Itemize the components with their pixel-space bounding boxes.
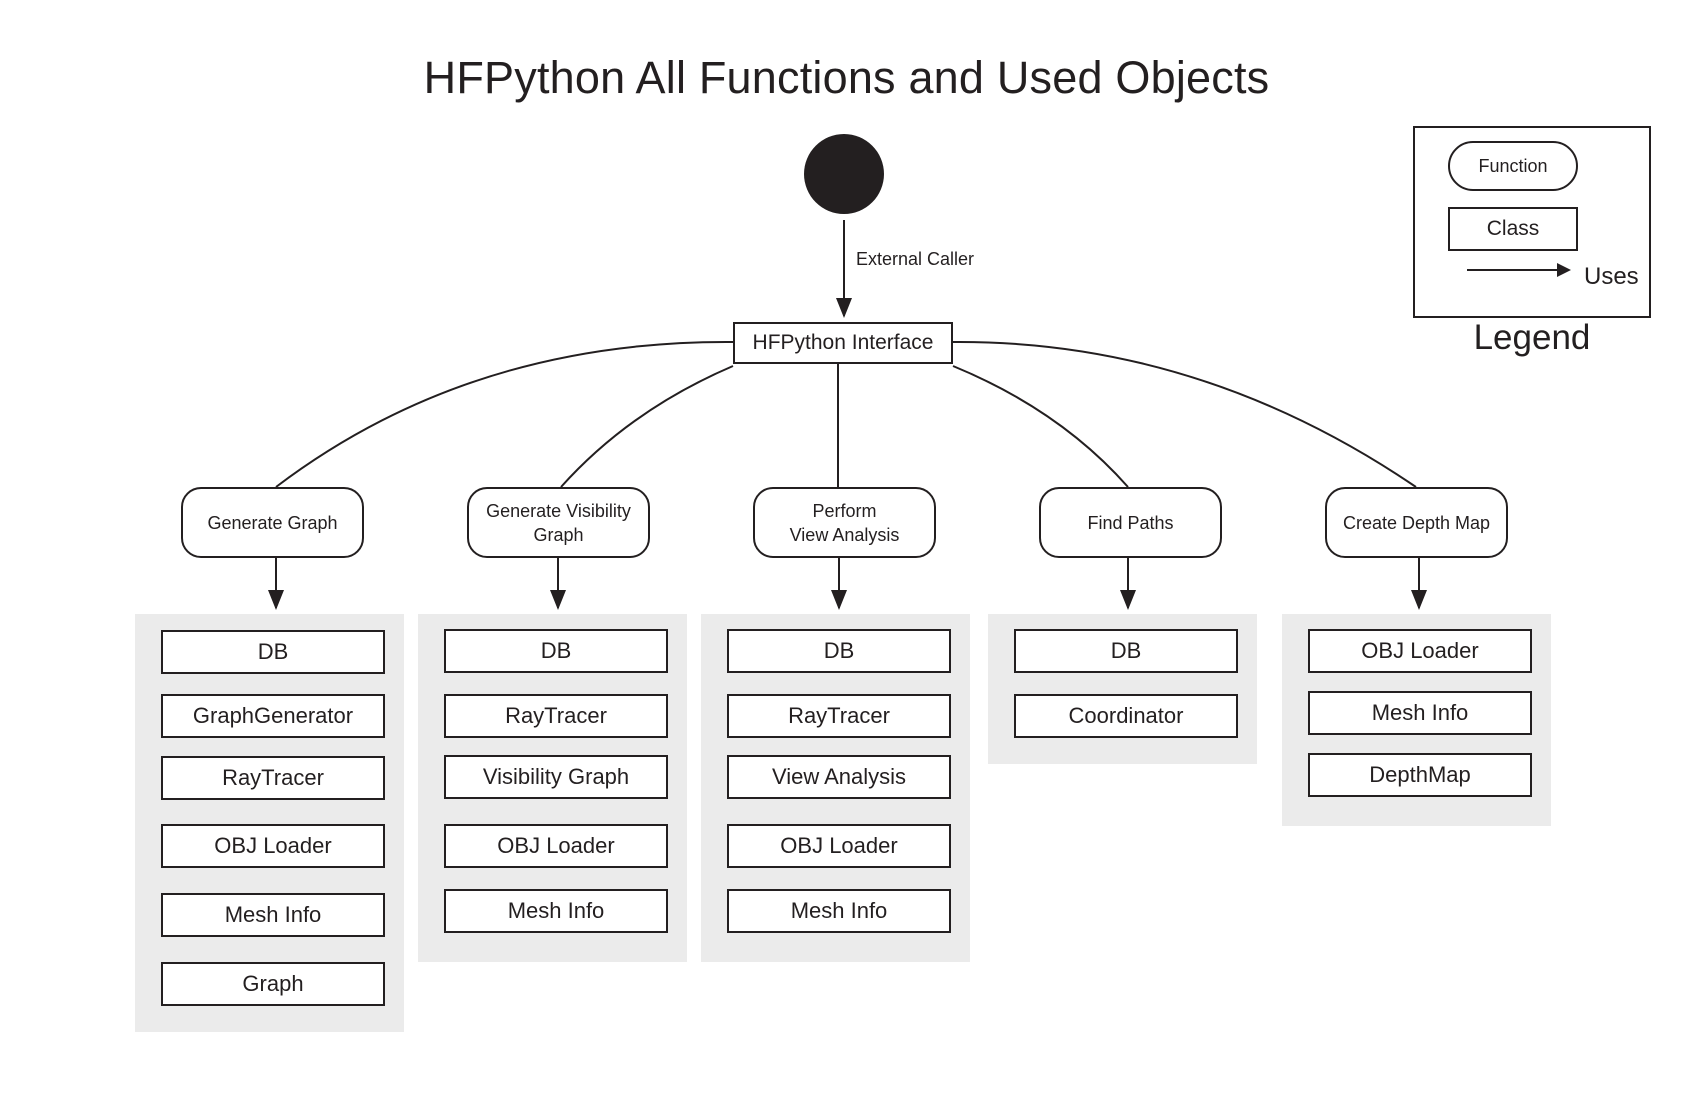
connector-generate-visibility-graph (560, 365, 734, 488)
function-perform-view-analysis: Perform View Analysis (753, 487, 936, 558)
legend-function-swatch: Function (1448, 141, 1578, 191)
connector-find-paths (952, 365, 1129, 488)
class-box: DB (727, 629, 951, 673)
legend-class-swatch: Class (1448, 207, 1578, 251)
class-box: GraphGenerator (161, 694, 385, 738)
class-group-generate-visibility-graph: DB RayTracer Visibility Graph OBJ Loader… (418, 614, 687, 962)
function-create-depth-map: Create Depth Map (1325, 487, 1508, 558)
class-group-find-paths: DB Coordinator (988, 614, 1257, 764)
function-generate-graph: Generate Graph (181, 487, 364, 558)
class-box: RayTracer (727, 694, 951, 738)
connector-generate-graph (275, 340, 734, 488)
class-box: RayTracer (444, 694, 668, 738)
legend-arrow-icon (1467, 263, 1571, 277)
class-box: DB (161, 630, 385, 674)
class-group-generate-graph: DB GraphGenerator RayTracer OBJ Loader M… (135, 614, 404, 1032)
class-box: OBJ Loader (1308, 629, 1532, 673)
class-box: Mesh Info (444, 889, 668, 933)
legend-box: Function Class Uses (1413, 126, 1651, 318)
legend-title: Legend (1473, 318, 1591, 357)
class-box: Mesh Info (727, 889, 951, 933)
class-box: OBJ Loader (444, 824, 668, 868)
class-box: OBJ Loader (727, 824, 951, 868)
class-box: Mesh Info (1308, 691, 1532, 735)
class-box: OBJ Loader (161, 824, 385, 868)
class-box: Mesh Info (161, 893, 385, 937)
class-box: View Analysis (727, 755, 951, 799)
function-generate-visibility-graph: Generate Visibility Graph (467, 487, 650, 558)
class-box: DepthMap (1308, 753, 1532, 797)
legend-uses-label: Uses (1584, 263, 1639, 290)
class-box: Coordinator (1014, 694, 1238, 738)
class-group-perform-view-analysis: DB RayTracer View Analysis OBJ Loader Me… (701, 614, 970, 962)
class-group-create-depth-map: OBJ Loader Mesh Info DepthMap (1282, 614, 1551, 826)
function-find-paths: Find Paths (1039, 487, 1222, 558)
diagram-title: HFPython All Functions and Used Objects (423, 52, 1270, 103)
start-node (804, 134, 884, 214)
class-box: DB (444, 629, 668, 673)
class-box: RayTracer (161, 756, 385, 800)
external-caller-label: External Caller (856, 249, 975, 269)
class-box: Graph (161, 962, 385, 1006)
class-box: Visibility Graph (444, 755, 668, 799)
class-box: DB (1014, 629, 1238, 673)
connector-create-depth-map (952, 340, 1417, 488)
interface-box: HFPython Interface (733, 322, 953, 364)
